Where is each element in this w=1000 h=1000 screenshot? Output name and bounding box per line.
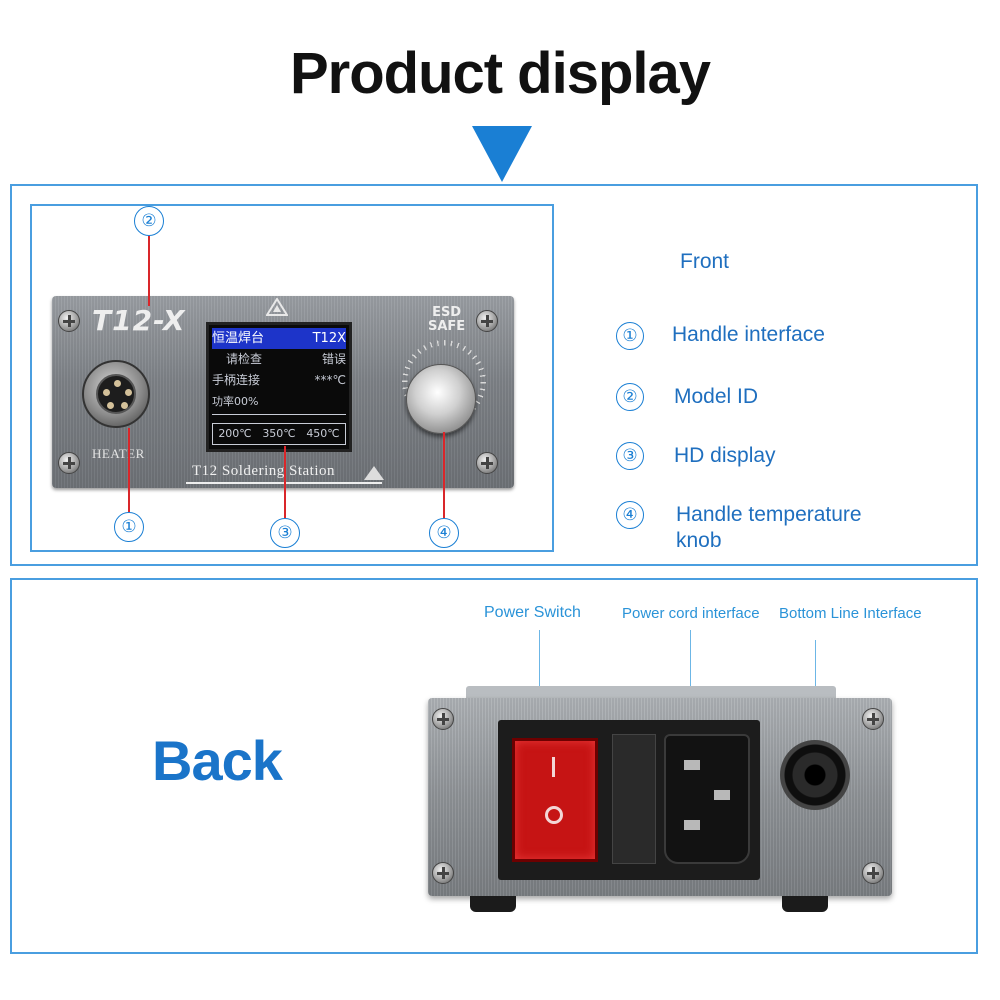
lcd-preset: 200℃: [218, 427, 252, 440]
socket-pin: [714, 790, 730, 800]
screw-icon: [862, 862, 884, 884]
station-label: T12 Soldering Station: [192, 463, 335, 479]
callout-line-4: [443, 432, 445, 518]
power-switch[interactable]: [512, 738, 598, 862]
screw-icon: [476, 310, 498, 332]
callout-line-power-cord: [690, 630, 691, 740]
back-panel: [10, 578, 978, 954]
legend-number: ③: [616, 442, 644, 470]
lcd-presets: 200℃ 350℃ 450℃: [212, 423, 346, 445]
callout-marker-3: ③: [270, 518, 300, 548]
temperature-knob: [406, 364, 476, 434]
screw-icon: [432, 862, 454, 884]
legend-number: ①: [616, 322, 644, 350]
lcd-row: 功率00%: [212, 391, 346, 412]
screw-icon: [476, 452, 498, 474]
brand-logo-icon: [266, 298, 288, 316]
esd-logo-line1: ESD: [432, 305, 462, 320]
lcd-row: 手柄连接 ***℃: [212, 370, 346, 391]
back-section-label: Back: [152, 729, 283, 792]
lcd-preset: 350℃: [262, 427, 296, 440]
legend-text: Handle temperature knob: [676, 503, 862, 552]
lcd-power-text: 功率00%: [212, 395, 259, 408]
rubber-foot: [782, 896, 828, 912]
rubber-foot: [470, 896, 516, 912]
down-arrow-icon: [472, 126, 532, 182]
callout-marker-4: ④: [429, 518, 459, 548]
callout-line-2: [148, 236, 150, 306]
legend-text: Handle interface: [672, 323, 825, 346]
legend-text: HD display: [674, 444, 776, 467]
power-switch-callout: Power Switch: [484, 604, 581, 621]
front-section-label: Front: [680, 250, 730, 273]
hd-display: 恒温焊台 T12X 请检查 错误 手柄连接 ***℃ 功率00% 200℃ 35…: [206, 322, 352, 452]
lcd-header-model: T12X: [312, 331, 346, 346]
bottom-line-socket: [780, 740, 850, 810]
bottom-line-callout: Bottom Line Interface: [779, 605, 922, 622]
lcd-power-bar: [212, 414, 346, 415]
legend-text: Model ID: [674, 385, 759, 408]
heater-label: HEATER: [92, 446, 145, 461]
lcd-text: ***℃: [314, 373, 346, 387]
soldering-station-top: [466, 686, 836, 700]
power-on-symbol-icon: [552, 757, 555, 777]
lcd-preset: 450℃: [306, 427, 340, 440]
socket-pin: [684, 760, 700, 770]
lcd-row: 请检查 错误: [212, 349, 346, 370]
socket-pin: [684, 820, 700, 830]
model-id-logo: T12-X: [92, 304, 186, 337]
esd-safe-logo: ESD SAFE: [428, 306, 465, 334]
lcd-header-title: 恒温焊台: [212, 331, 265, 346]
lcd-header: 恒温焊台 T12X: [212, 328, 346, 349]
legend-number: ④: [616, 501, 644, 529]
lcd-text: 错误: [321, 352, 346, 366]
callout-marker-1: ①: [114, 512, 144, 542]
screw-icon: [58, 310, 80, 332]
lcd-text: 手柄连接: [212, 373, 261, 387]
lcd-text: 请检查: [226, 352, 263, 366]
power-cord-socket: [664, 734, 750, 864]
screw-icon: [862, 708, 884, 730]
fuse-holder: [612, 734, 656, 864]
callout-line-3: [284, 446, 286, 518]
front-panel: [10, 184, 978, 566]
station-logo-icon: [364, 466, 384, 480]
power-cord-callout: Power cord interface: [622, 605, 760, 622]
legend-number: ②: [616, 383, 644, 411]
front-image-frame: [30, 204, 554, 552]
callout-line-1: [128, 428, 130, 512]
page-title: Product display: [289, 41, 711, 106]
screw-icon: [58, 452, 80, 474]
screw-icon: [432, 708, 454, 730]
esd-logo-line2: SAFE: [428, 319, 466, 334]
callout-marker-2: ②: [134, 206, 164, 236]
power-off-symbol-icon: [545, 806, 563, 824]
handle-interface-connector: [82, 360, 150, 428]
